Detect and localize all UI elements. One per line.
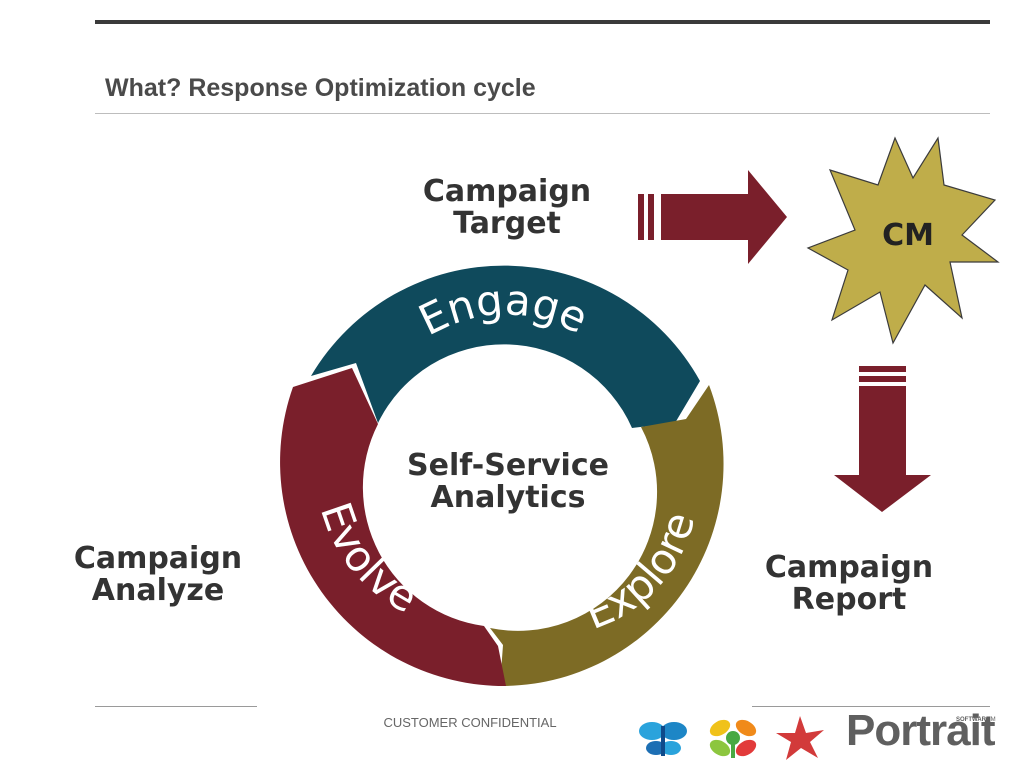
campaign-analyze-label: Campaign Analyze <box>58 541 258 609</box>
analyze-line-2: Analyze <box>91 573 225 609</box>
starfish-icon <box>776 716 824 760</box>
report-line-1: Campaign <box>764 550 934 585</box>
center-label: Self-Service Analytics <box>393 448 623 516</box>
logo-trademark: TM <box>987 717 996 723</box>
logo-software-text: SOFTWARE <box>956 717 990 723</box>
target-arrow <box>638 170 787 264</box>
center-line-2: Analytics <box>430 480 586 516</box>
bottom-rule-left <box>95 706 257 707</box>
center-line-1: Self-Service <box>407 448 609 483</box>
evolve-segment <box>280 368 506 687</box>
engage-segment <box>311 265 700 428</box>
confidential-footer: CUSTOMER CONFIDENTIAL <box>383 715 557 730</box>
cm-label: CM <box>882 218 934 253</box>
report-arrow <box>834 366 931 512</box>
cm-starburst <box>806 136 1000 345</box>
butterfly-icon <box>639 722 687 756</box>
top-rule <box>95 20 990 24</box>
bottom-rule-right <box>752 706 990 707</box>
title-rule <box>95 113 990 114</box>
campaign-report-label: Campaign Report <box>742 550 956 618</box>
slide-title: What? Response Optimization cycle <box>105 74 536 102</box>
explore-segment <box>490 385 724 687</box>
report-line-2: Report <box>791 582 907 618</box>
target-line-1: Campaign <box>422 174 592 209</box>
flower-icon <box>709 719 757 758</box>
campaign-target-label: Campaign Target <box>402 174 612 242</box>
target-line-2: Target <box>453 206 561 242</box>
analyze-line-1: Campaign <box>73 541 243 576</box>
portrait-logo-word: Portrait <box>846 706 995 755</box>
